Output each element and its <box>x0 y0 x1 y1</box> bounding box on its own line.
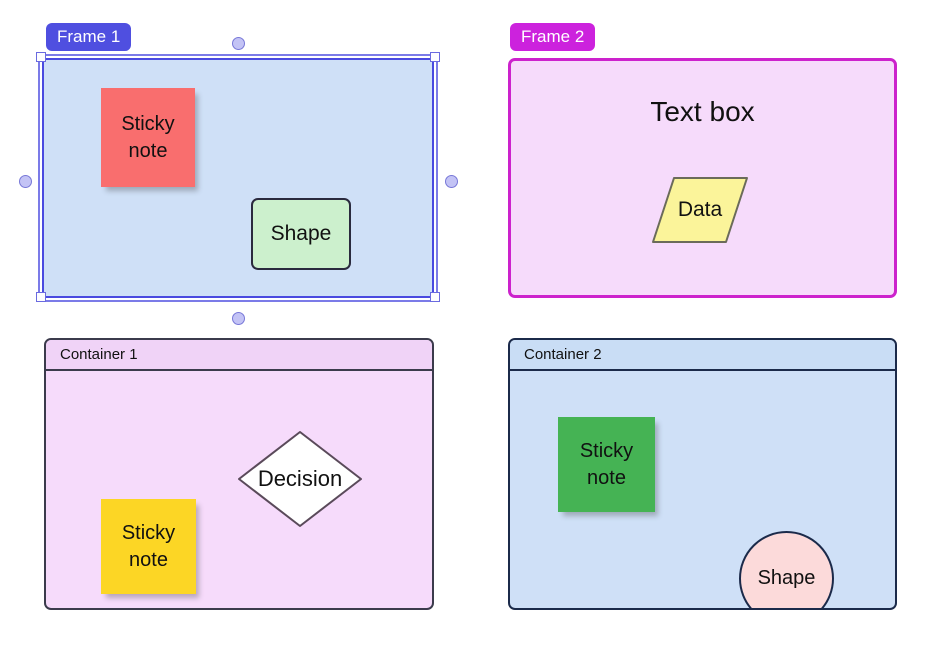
container-1-body[interactable]: Decision <box>46 371 432 608</box>
shape-circle-label: Shape <box>757 567 816 589</box>
decision-diamond[interactable]: Decision <box>236 429 364 529</box>
resize-handle-bottom-center[interactable] <box>232 312 245 325</box>
resize-handle-left-middle[interactable] <box>19 175 32 188</box>
container-1-title: Container 1 <box>60 346 138 363</box>
container-2-body[interactable]: Shape <box>510 371 895 608</box>
sticky-note-yellow-line1: Sticky <box>121 521 176 544</box>
data-parallelogram-label: Data <box>677 198 723 221</box>
resize-handle-top-right[interactable] <box>430 52 440 62</box>
resize-handle-bottom-left[interactable] <box>36 292 46 302</box>
sticky-note-yellow-line2: note <box>129 548 168 571</box>
decision-diamond-label: Decision <box>257 466 343 491</box>
sticky-note-green-line2: note <box>587 466 626 489</box>
data-parallelogram-svg <box>652 177 748 243</box>
sticky-note-red[interactable]: Sticky note <box>101 88 195 187</box>
decision-diamond-svg <box>238 431 362 527</box>
shape-green-rectangle[interactable]: Shape <box>251 198 351 270</box>
shape-circle[interactable]: Shape <box>739 531 834 608</box>
shape-green-rectangle-label: Shape <box>270 222 332 245</box>
container-1-header[interactable]: Container 1 <box>46 340 432 371</box>
sticky-note-green-line1: Sticky <box>579 439 634 462</box>
resize-handle-bottom-right[interactable] <box>430 292 440 302</box>
container-2-header[interactable]: Container 2 <box>510 340 895 371</box>
frame-1-label[interactable]: Frame 1 <box>46 23 132 52</box>
resize-handle-right-middle[interactable] <box>445 175 458 188</box>
container-2-title: Container 2 <box>524 346 602 363</box>
resize-handle-top-center[interactable] <box>232 37 245 50</box>
sticky-note-yellow[interactable]: Sticky note <box>101 499 196 594</box>
sticky-note-green[interactable]: Sticky note <box>558 417 655 512</box>
frame-2-label[interactable]: Frame 2 <box>510 23 596 52</box>
text-box[interactable]: Text box <box>650 96 755 127</box>
sticky-note-red-line1: Sticky <box>121 112 175 135</box>
sticky-note-red-line2: note <box>128 139 168 162</box>
data-parallelogram[interactable]: Data <box>650 175 750 245</box>
resize-handle-top-left[interactable] <box>36 52 46 62</box>
